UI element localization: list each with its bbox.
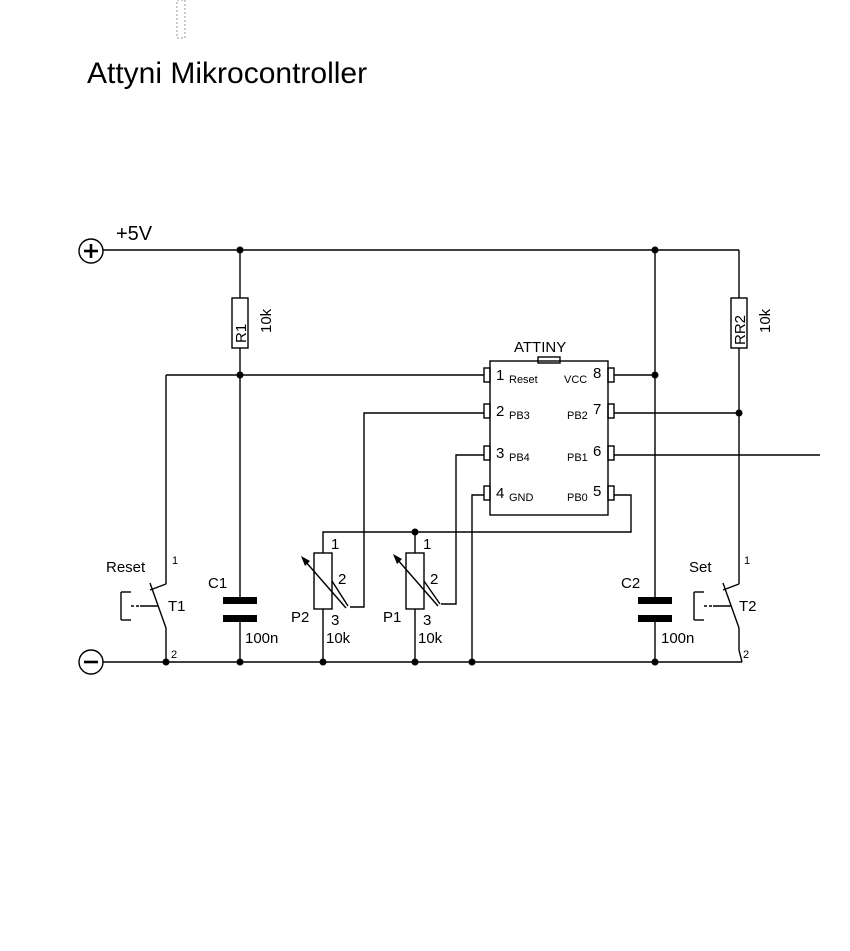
t2-ref: T2 [739,598,757,615]
r1-value: 10k [258,308,275,333]
p1-pin2: 2 [430,571,438,588]
capacitor-c1: C1 100n [208,375,278,662]
capacitor-c2: C2 100n [621,250,694,662]
pin-name: PB2 [567,410,588,422]
t2-label: Set [689,559,712,576]
c1-ref: C1 [208,575,227,592]
t1-ref: T1 [168,598,186,615]
pin-number: 3 [496,445,504,462]
diagram-title: Attyni Mikrocontroller [87,57,367,90]
p2-ref: P2 [291,609,309,626]
pb3-wire [350,412,484,608]
supply-plus-label: +5V [116,223,153,245]
pin-name: PB0 [567,492,588,504]
selection-artifact [176,0,186,39]
pin-name: PB3 [509,410,530,422]
p2-pin1: 1 [331,536,339,553]
pin-name: VCC [564,374,587,386]
plus-terminal [78,238,104,264]
switch-t1: Reset T1 1 2 [106,555,186,662]
pin-name: Reset [509,374,538,386]
p1-ref: P1 [383,609,401,626]
c2-value: 100n [661,630,694,647]
minus-terminal [78,649,104,675]
pb0-wire [322,494,632,553]
resistor-r1: R1 10k [231,250,275,375]
pin-number: 5 [593,483,601,500]
pb4-wire [441,454,484,605]
chip-name: ATTINY [514,339,566,356]
pin-number: 2 [496,403,504,420]
pin-number: 8 [593,365,601,382]
pin-number: 4 [496,485,504,502]
resistor-rr2: RR2 10k [730,250,774,584]
t2-pin1: 1 [744,555,750,567]
p1-value: 10k [418,630,443,647]
p2-pin3: 3 [331,612,339,629]
c2-ref: C2 [621,575,640,592]
c1-value: 100n [245,630,278,647]
p2-pin2: 2 [338,571,346,588]
p2-value: 10k [326,630,351,647]
p1-pin3: 3 [423,612,431,629]
attiny-chip: ATTINY 1 Reset 2 PB3 3 PB4 4 GND VCC 8 P… [483,339,615,516]
pin-name: GND [509,492,534,504]
pin-number: 7 [593,401,601,418]
t2-pin2: 2 [743,649,749,661]
pin-name: PB4 [509,452,530,464]
rr2-value: 10k [757,308,774,333]
potentiometer-p2: 1 2 3 P2 10k [291,536,351,662]
junction-dot [411,528,419,536]
potentiometer-p1: 1 2 3 P1 10k [383,536,443,662]
t1-label: Reset [106,559,146,576]
gnd-pin-wire [471,494,484,662]
pin-number: 1 [496,367,504,384]
pin-number: 6 [593,443,601,460]
switch-t2: Set T2 1 2 [689,555,757,663]
p1-pin1: 1 [423,536,431,553]
pin-name: PB1 [567,452,588,464]
rr2-ref: RR2 [732,315,749,345]
t1-pin1: 1 [172,555,178,567]
t1-pin2: 2 [171,649,177,661]
r1-ref: R1 [233,324,250,343]
